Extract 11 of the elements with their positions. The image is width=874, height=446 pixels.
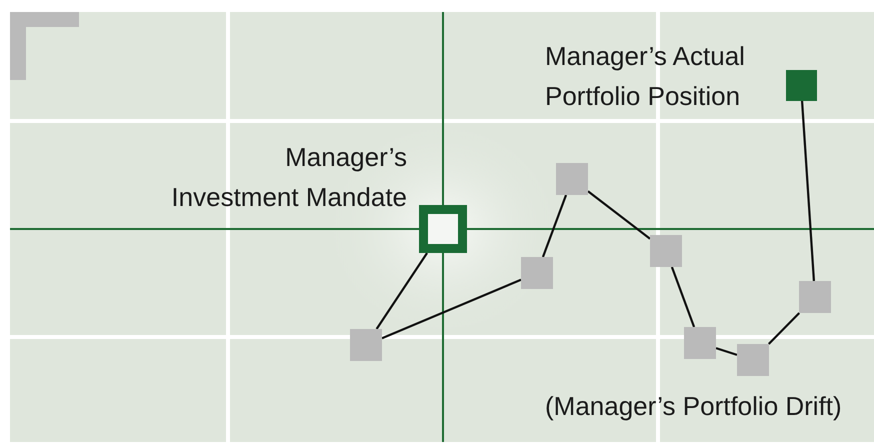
marker-label: Manager’s Actual Portfolio Position: [545, 40, 746, 113]
connector-line: [587, 190, 651, 240]
connector-line: [768, 312, 800, 345]
annotation-text: (Manager’s Portfolio Drift): [545, 390, 842, 423]
connector-line: [376, 252, 428, 330]
connector-line: [800, 100, 816, 282]
connector-line: [382, 278, 522, 340]
connector-line: [670, 266, 696, 328]
connector-line: [542, 194, 568, 258]
marker-label: Manager’s Investment Mandate: [170, 141, 407, 214]
connector-line: [716, 347, 738, 356]
